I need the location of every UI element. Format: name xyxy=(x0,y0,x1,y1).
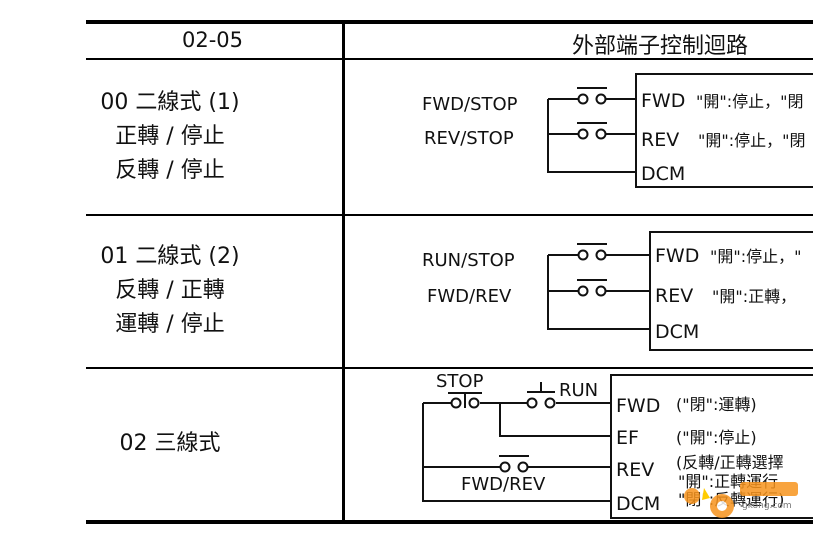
row2-note-rev: "開":正轉， xyxy=(712,287,796,306)
row2-bottom-rule xyxy=(86,367,813,369)
row1-terminal-rev: REV xyxy=(641,129,679,151)
row2-mode-line2: 反轉 / 正轉 xyxy=(115,278,225,303)
row2-terminal-box xyxy=(649,231,813,351)
row3-terminal-rev: REV xyxy=(616,459,654,481)
watermark-text: gkong.com xyxy=(742,501,792,511)
row3-mode-label: 02 三線式 xyxy=(0,427,340,461)
row3-common-wire xyxy=(422,403,611,502)
row3-terminal-ef: EF xyxy=(616,427,639,449)
row3-run-contact-left xyxy=(526,397,538,409)
row3-terminal-dcm: DCM xyxy=(616,493,660,515)
row3-note-fwd: ("閉":運轉) xyxy=(676,395,757,414)
header-bottom-rule xyxy=(86,58,813,60)
row3-note-rev: (反轉/正轉選擇 xyxy=(676,453,784,472)
row1-switch2-label: REV/STOP xyxy=(424,128,514,149)
row1-terminal-dcm: DCM xyxy=(641,163,685,185)
row1-rev-contact-left xyxy=(577,128,589,140)
row3-fwdrev-contact-left xyxy=(499,461,511,473)
row1-fwd-contact-left xyxy=(577,93,589,105)
row1-terminal-box xyxy=(635,73,813,188)
row3-ef-wire xyxy=(499,403,611,437)
row2-fwdrev-contact-right xyxy=(595,285,607,297)
header-param-code: 02-05 xyxy=(182,28,244,52)
row2-switch2-label: FWD/REV xyxy=(427,286,512,307)
row3-note-ef: ("開":停止) xyxy=(676,428,757,447)
gkong-watermark-logo xyxy=(684,482,798,518)
row3-run-label: RUN xyxy=(559,380,598,401)
row2-fwdrev-contact-left xyxy=(577,285,589,297)
row1-mode-label: 00 二線式 (1) 正轉 / 停止 反轉 / 停止 xyxy=(0,86,340,188)
row2-common-wire xyxy=(547,255,650,330)
row3-stop-contact-left xyxy=(450,397,462,409)
row1-note-rev: "開":停止，"閉 xyxy=(698,131,805,150)
row2-switch1-label: RUN/STOP xyxy=(422,250,515,271)
row1-mode-line2: 正轉 / 停止 xyxy=(115,124,225,149)
row3-terminal-fwd: FWD xyxy=(616,395,660,417)
column-divider xyxy=(342,22,345,522)
row2-note-fwd: "開":停止，" xyxy=(710,247,801,266)
row3-mode-name: 02 三線式 xyxy=(119,431,221,456)
row1-mode-name: 00 二線式 (1) xyxy=(100,90,240,115)
row1-switch1-label: FWD/STOP xyxy=(422,94,518,115)
row3-run-switch-blade xyxy=(527,382,555,393)
row3-stop-switch-blade xyxy=(448,392,482,408)
header-circuit-title: 外部端子控制迴路 xyxy=(572,34,749,59)
row1-fwd-contact-right xyxy=(595,93,607,105)
row1-common-wire xyxy=(547,99,636,173)
row2-mode-label: 01 二線式 (2) 反轉 / 正轉 運轉 / 停止 xyxy=(0,240,340,342)
table-top-rule xyxy=(86,20,813,24)
row1-bottom-rule xyxy=(86,214,813,216)
row2-run-contact-left xyxy=(577,249,589,261)
table-bottom-rule xyxy=(86,520,813,524)
row1-note-fwd: "開":停止，"閉 xyxy=(696,92,803,111)
row2-terminal-dcm: DCM xyxy=(655,321,699,343)
row3-stop-label: STOP xyxy=(436,371,484,392)
row2-mode-line3: 運轉 / 停止 xyxy=(115,312,225,337)
row2-run-contact-right xyxy=(595,249,607,261)
row1-terminal-fwd: FWD xyxy=(641,90,685,112)
row2-terminal-rev: REV xyxy=(655,285,693,307)
row3-fwdrev-contact-right xyxy=(517,461,529,473)
row2-terminal-fwd: FWD xyxy=(655,245,699,267)
row2-mode-name: 01 二線式 (2) xyxy=(100,244,240,269)
row3-run-contact-right xyxy=(544,397,556,409)
row3-fwdrev-label: FWD/REV xyxy=(461,474,546,495)
row1-rev-contact-right xyxy=(595,128,607,140)
row1-mode-line3: 反轉 / 停止 xyxy=(115,158,225,183)
row3-stop-contact-right xyxy=(468,397,480,409)
